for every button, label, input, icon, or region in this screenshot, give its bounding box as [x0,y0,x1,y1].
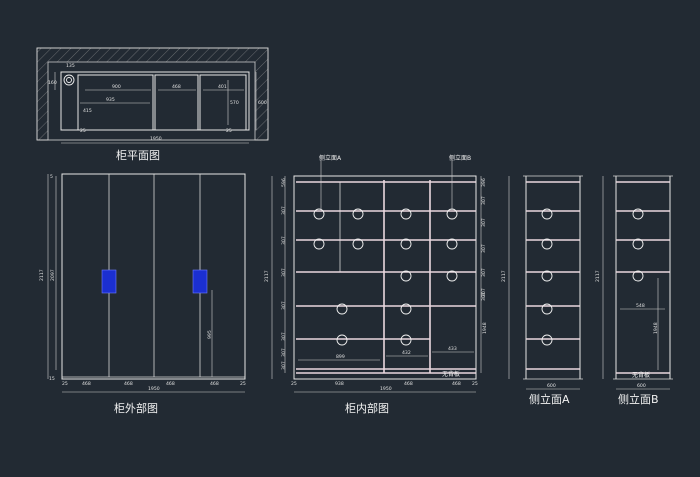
side-a-title: 侧立面A [529,392,570,406]
side-a-dim-width: 600 [547,383,556,389]
ext-bottom-dim: 468 [82,381,91,387]
side-a-dim-height: 2117 [501,270,507,282]
ext-dim-top: 5 [50,174,53,180]
interior-cabinet-outline [293,175,477,380]
int-left-dim: 307 [281,236,287,245]
interior-title: 柜内部图 [345,401,389,415]
side-elevation-b: 2117 548 1948 无背板 600 侧立面B [595,175,673,406]
exterior-view: 2117 2097 5 15 995 25 468 468 468 468 25 1950… [39,173,246,415]
door-handle-right [192,269,208,294]
plan-dim-right-h2: 600 [258,100,267,106]
int-dim-right-h: 1948 [482,322,488,334]
plan-dim-inner1: 935 [106,97,115,103]
int-bottom-dim: 468 [404,381,413,387]
side-b-marker: 侧立面B [449,154,471,162]
plan-dim-w3: 401 [218,84,227,90]
int-left-dim: 307 [281,268,287,277]
plan-dim-bottom-left: 25 [80,128,86,134]
int-width-3: 433 [448,346,457,352]
int-right-dim: 396 [481,178,487,187]
int-right-dim: 307 [481,196,487,205]
int-right-dim: 307 [481,288,487,297]
int-left-dim: 307 [281,206,287,215]
int-right-dim: 307 [481,218,487,227]
side-elevation-a: 2117 600 侧立面A [501,175,583,406]
plan-pipe-icon-inner [66,77,72,83]
int-left-dim: 307 [281,348,287,357]
int-dim-height: 2117 [264,270,270,282]
int-width-2: 432 [402,350,411,356]
ext-dim-inner: 2097 [50,269,56,281]
int-bottom-dim: 25 [291,381,297,387]
ext-dim-total: 1950 [148,386,160,392]
int-right-dim: 307 [481,268,487,277]
plan-dim-right-h1: 570 [230,100,239,106]
plan-compartment-2 [154,74,199,131]
ext-bottom-dim: 468 [124,381,133,387]
int-bottom-dim: 468 [452,381,461,387]
plan-dim-total: 1950 [150,136,162,142]
int-left-dim: 307 [281,332,287,341]
ext-bottom-dim: 468 [166,381,175,387]
side-b-dim-width: 600 [637,383,646,389]
plan-dim-w1: 900 [112,84,121,90]
door-handle-left [101,269,117,294]
plan-view: 135 160 900 468 401 935 415 570 600 25 2… [36,47,269,162]
exterior-cabinet-outline [61,173,246,380]
interior-view: 侧立面A 侧立面B 2117 596307307307307307307307 … [264,154,488,415]
ext-dim-handle: 995 [207,330,213,339]
plan-pipe-icon [63,74,75,86]
plan-dim-w2: 468 [172,84,181,90]
int-left-dim: 596 [281,178,287,187]
no-back-panel-note-b: 无背板 [632,371,650,379]
int-right-dim: 307 [481,244,487,253]
plan-wall-outline [36,47,269,141]
int-right-dim: 307 [481,292,487,301]
side-b-dim-h: 1948 [653,322,659,334]
int-bottom-dim: 25 [472,381,478,387]
side-a-marker: 侧立面A [319,154,342,162]
plan-dim-inner2: 415 [83,108,92,114]
side-b-dim-w: 548 [636,303,645,309]
plan-dim-top: 135 [66,63,75,69]
plan-title: 柜平面图 [116,149,160,162]
side-b-dim-height: 2117 [595,270,601,282]
ext-dim-bottom: 15 [49,376,55,382]
plan-dim-bottom-right: 25 [226,128,232,134]
plan-compartment-3 [199,74,247,131]
ext-dim-height: 2117 [39,269,45,281]
int-width-1: 899 [336,354,345,360]
int-dim-total: 1950 [380,386,392,392]
no-back-panel-note: 无背板 [442,370,460,378]
ext-bottom-dim: 25 [62,381,68,387]
ext-bottom-dim: 25 [240,381,246,387]
plan-compartment-1 [77,74,154,131]
ext-bottom-dim: 468 [210,381,219,387]
int-left-dim: 307 [281,301,287,310]
plan-dim-left: 160 [48,80,57,86]
side-b-title: 侧立面B [618,392,659,406]
int-left-dim: 307 [281,361,287,370]
exterior-title: 柜外部图 [114,401,158,415]
int-bottom-dim: 938 [335,381,344,387]
